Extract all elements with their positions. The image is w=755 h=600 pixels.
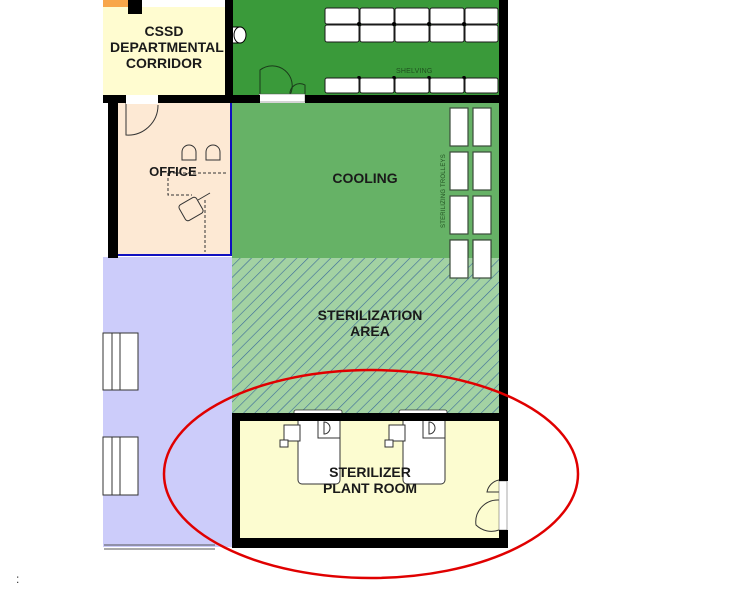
shelving-label: SHELVING — [396, 68, 433, 75]
highlight-ellipse — [162, 368, 580, 580]
footer-marker: : — [16, 572, 20, 586]
office-label: OFFICE — [149, 164, 197, 179]
left-corridor-room — [103, 257, 232, 547]
walls — [103, 0, 508, 548]
office-room — [118, 103, 231, 255]
sink-fixture-icon — [231, 26, 247, 44]
office-chair-swivel-icon — [178, 192, 211, 222]
sterilization-area-label: STERILIZATION AREA — [317, 307, 423, 340]
corridor-room — [103, 7, 225, 95]
shelving-top — [324, 7, 499, 43]
storage-door-opening — [258, 93, 306, 103]
shelving-bottom — [324, 77, 499, 94]
adjacent-room-fill — [103, 0, 130, 7]
left-corridor-benches — [102, 332, 139, 496]
plant-room-label: STERILIZER PLANT ROOM — [322, 464, 418, 497]
sterilization-area-room — [232, 258, 499, 413]
sterilizer-unit-2 — [384, 409, 448, 485]
plant-room-door-icon — [475, 479, 500, 532]
office-desk-outline — [167, 172, 228, 252]
cooling-label: COOLING — [332, 170, 398, 186]
office-door-icon — [125, 103, 159, 136]
sterilizing-trolleys-label: STERILIZING TROLLEYS — [441, 154, 447, 228]
storage-door-icon — [259, 65, 306, 96]
office-chairs-icon — [181, 144, 221, 161]
corridor-wall-notch — [128, 0, 142, 14]
left-corridor-bottom-rail — [104, 544, 215, 550]
corridor-label: CSSD DEPARTMENTAL CORRIDOR — [110, 23, 224, 72]
